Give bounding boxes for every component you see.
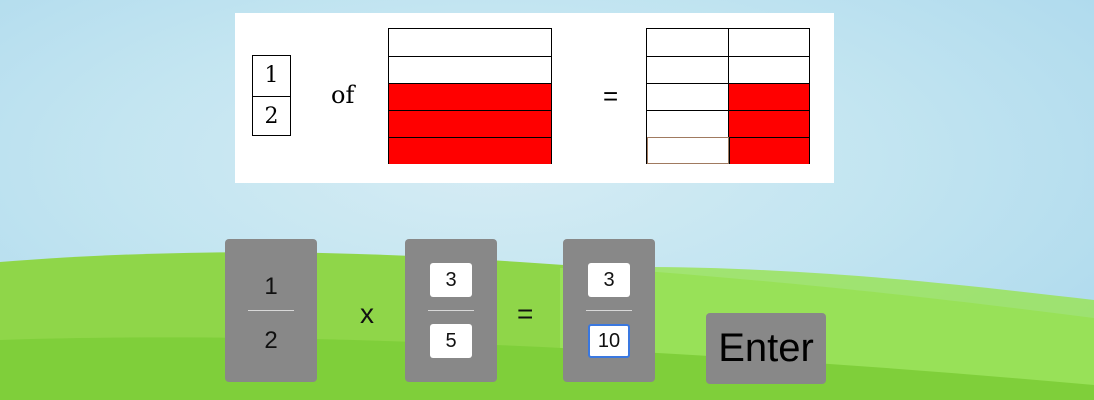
given-numerator: 1 <box>264 273 278 300</box>
grid-cell <box>727 56 809 83</box>
grid-cell <box>647 137 729 164</box>
grid-cell-shaded <box>389 110 551 137</box>
model-equals: = <box>603 81 619 111</box>
grid-cell <box>389 29 551 56</box>
grid-row <box>647 29 809 56</box>
equals-operator: = <box>517 298 534 329</box>
second-denominator-input[interactable]: 5 <box>430 324 472 358</box>
result-grid <box>646 28 810 164</box>
multiply-operator: x <box>360 298 374 329</box>
model-fraction: 1 2 <box>252 55 291 136</box>
given-denominator: 2 <box>264 327 278 354</box>
fraction-model-panel: 1 2 of = <box>235 13 834 183</box>
fraction-bar <box>586 310 632 311</box>
given-fraction-card: 1 2 <box>225 239 317 382</box>
grid-row <box>389 137 551 164</box>
model-fraction-denominator: 2 <box>264 104 279 129</box>
grid-cell <box>389 56 551 83</box>
grid-cell-shaded <box>389 137 551 164</box>
second-fraction-card: 3 5 <box>405 239 497 382</box>
grid-row <box>389 29 551 56</box>
model-fraction-numerator: 1 <box>253 56 290 97</box>
grid-row <box>389 83 551 110</box>
grid-cell-shaded <box>728 137 809 164</box>
grid-row <box>389 56 551 83</box>
grid-cell <box>647 110 728 137</box>
answer-fraction-card: 3 10 <box>563 239 655 382</box>
grid-row <box>647 56 809 83</box>
grid-row <box>647 110 809 137</box>
fraction-bar <box>248 310 294 311</box>
enter-button[interactable]: Enter <box>706 313 826 384</box>
of-label: of <box>331 81 355 109</box>
answer-numerator-input[interactable]: 3 <box>588 263 630 297</box>
fraction-bar <box>428 310 474 311</box>
grid-cell-shaded <box>389 83 551 110</box>
grid-row <box>389 110 551 137</box>
grid-cell <box>647 29 728 56</box>
grid-cell <box>647 83 728 110</box>
grid-cell-shaded <box>727 83 809 110</box>
grid-cell <box>647 56 728 83</box>
second-numerator-input[interactable]: 3 <box>430 263 472 297</box>
grid-row <box>647 83 809 110</box>
grid-cell-shaded <box>727 110 809 137</box>
grid-cell <box>727 29 810 56</box>
grid-row <box>647 137 809 164</box>
answer-denominator-input[interactable]: 10 <box>588 324 630 358</box>
whole-grid <box>388 28 552 164</box>
